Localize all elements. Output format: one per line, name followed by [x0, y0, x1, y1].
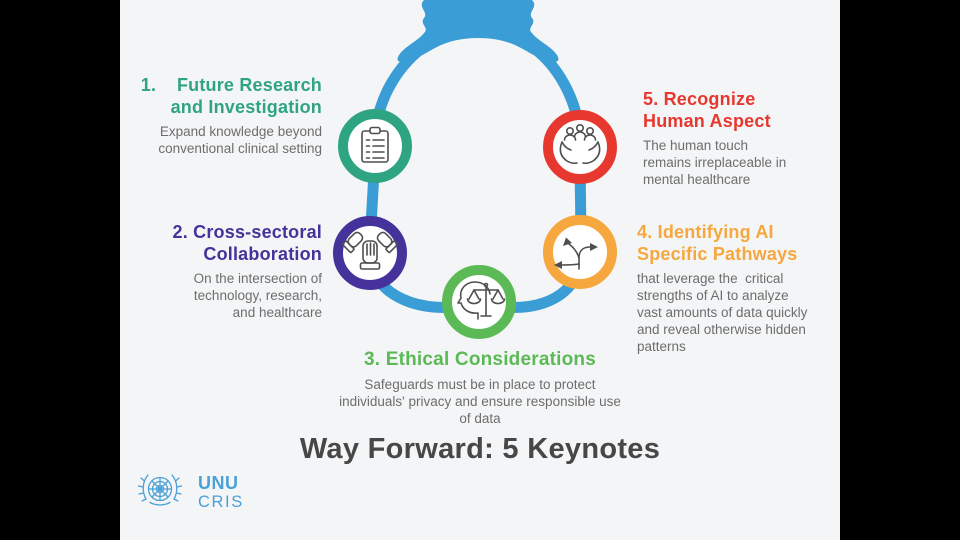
node-ring-5 [543, 110, 617, 184]
logo-text: UNU CRIS [198, 474, 244, 511]
un-emblem-spacer [136, 466, 188, 518]
un-emblem-icon [137, 474, 183, 506]
keynote-5-description: The human touch remains irreplaceable in… [643, 138, 787, 187]
keynote-3-description: Safeguards must be in place to protect i… [339, 377, 621, 426]
keynote-2-heading: 2. Cross-sectoral Collaboration [172, 222, 322, 264]
logo-org-label: UNU [198, 472, 239, 493]
bulb-base-shape [397, 0, 559, 62]
keynote-item-4: 4. Identifying AI Specific Pathways that… [637, 221, 837, 355]
stacked-hands-icon [341, 231, 399, 270]
keynote-item-2: 2. Cross-sectoral Collaboration On the i… [132, 221, 322, 321]
keynote-5-heading: 5. Recognize Human Aspect [643, 89, 771, 131]
head-scales-icon [457, 281, 506, 320]
page-title: Way Forward: 5 Keynotes [299, 433, 661, 465]
keynote-3-heading: 3. Ethical Considerations [364, 349, 596, 370]
clipboard-checklist-icon [361, 126, 389, 163]
keynote-item-1: 1. Future Research and Investigation Exp… [122, 74, 322, 157]
keynote-item-5: 5. Recognize Human Aspect The human touc… [643, 88, 833, 188]
branching-arrows-icon [554, 237, 598, 270]
keynote-1-description: Expand knowledge beyond conventional cli… [158, 124, 322, 156]
logo-unit-label: CRIS [198, 492, 244, 511]
keynote-2-description: On the intersection of technology, resea… [193, 271, 322, 320]
keynote-1-heading: 1. Future Research and Investigation [140, 75, 322, 117]
keynote-item-3: 3. Ethical Considerations Safeguards mus… [320, 349, 640, 427]
keynote-4-heading: 4. Identifying AI Specific Pathways [637, 222, 798, 264]
hands-holding-people-icon [559, 124, 601, 165]
unu-cris-logo: UNU CRIS [136, 466, 244, 518]
keynote-4-description: that leverage the critical strengths of … [637, 271, 808, 354]
